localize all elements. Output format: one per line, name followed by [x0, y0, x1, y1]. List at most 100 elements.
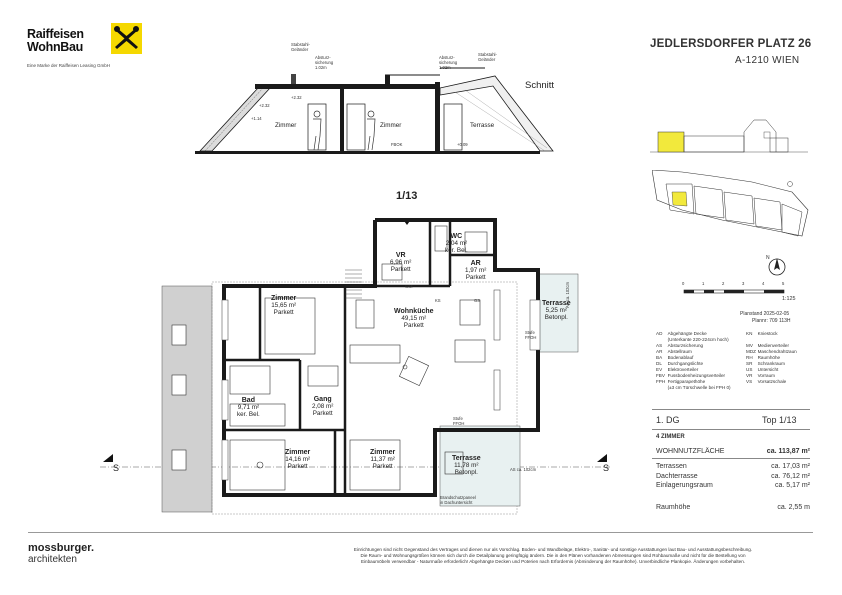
floor-plan-svg	[100, 218, 610, 515]
legend-key: MDZ	[746, 349, 756, 354]
elevation-keymap	[650, 108, 810, 158]
unit-area-row: Einlagerungsraum ca. 5,17 m²	[656, 481, 810, 491]
logo-line1: Raiffeisen	[27, 27, 84, 41]
legend-value: Schrankraum	[757, 361, 785, 366]
legend-key: KN	[746, 331, 753, 336]
terrace-area	[439, 425, 521, 507]
legend-key: FPH	[656, 379, 666, 384]
unit-floor: 1. DG	[656, 415, 680, 425]
level-mark: FBOK	[391, 142, 403, 147]
legend-value: Abgehängte Decke (Unterkante 220-224cm h…	[667, 331, 729, 342]
north-arrow: N	[766, 256, 788, 278]
compass-icon	[768, 258, 786, 276]
architect-logo: mossburger. architekten	[28, 542, 95, 566]
legend-value: Abstellraum	[667, 349, 692, 354]
plan-note: Stufe FFOH	[525, 330, 537, 340]
room-height-row: Raumhöhe ca. 2,55 m	[656, 503, 810, 513]
section-title: Schnitt	[525, 80, 555, 91]
legend-value: Absturzsicherung	[667, 343, 704, 348]
unit-marker: 1/13	[396, 190, 418, 202]
section-arrow-left	[103, 454, 113, 462]
room-height-label: Raumhöhe	[656, 504, 691, 511]
living-area-value: ca. 113,87 m²	[766, 448, 810, 455]
person-icon	[313, 110, 322, 151]
section-terrace-label: Terrasse	[470, 122, 495, 129]
scale-tick: 4	[762, 281, 765, 286]
project-address: JEDLERSDORFER PLATZ 26	[650, 38, 812, 50]
scale-tick: 1	[702, 281, 705, 286]
legend-value: Medienverteiler	[757, 343, 790, 348]
architect-name: mossburger.	[28, 542, 95, 554]
scale-label: 1:125	[782, 296, 796, 302]
living-area-label: WOHNNUTZFLÄCHE	[656, 448, 725, 455]
legend-key: AD	[656, 331, 663, 336]
legend-key: MV	[746, 343, 753, 348]
plan-note: Brandschutzpaneel in Dachuntersicht	[440, 495, 476, 505]
legend-value: Durchgangslichte	[667, 361, 704, 366]
legend-value: Untersicht	[757, 367, 779, 372]
section-room-label: Zimmer	[380, 122, 402, 129]
section-room-label: Zimmer	[275, 122, 297, 129]
legend-value: Bodenablauf	[667, 355, 694, 360]
terrace-area-small	[537, 273, 579, 353]
plan-note: AS ca. 102cm	[510, 467, 537, 472]
legend-value: Maschendrahtzaun	[757, 349, 797, 354]
legend-key: EV	[656, 367, 663, 372]
scale-tick: 0	[682, 281, 685, 286]
legend-row: EV Elektroverteiler US Untersicht	[656, 367, 836, 373]
section-note: Absturz- sicherung 1.02m	[315, 55, 334, 70]
section-drawing: Zimmer Zimmer Terrasse Stabstahl- Geländ…	[195, 42, 555, 158]
section-note: Absturz- sicherung 1.02m	[439, 55, 458, 70]
plan-note: Stufe FFOH	[453, 416, 465, 426]
section-note: Stabstahl- Geländer	[478, 52, 497, 62]
logo-tagline: Eine Marke der Raiffeisen Leasing GmbH	[27, 63, 110, 68]
legend-value: Fertigparapethöhe (±3 cm Türschwelle bei…	[667, 379, 731, 390]
unit-area-value: ca. 5,17 m²	[774, 482, 810, 489]
legend-key: SR	[746, 361, 753, 366]
unit-top: Top 1/13	[762, 415, 797, 425]
plan-note: KS	[435, 298, 441, 303]
section-note: Stabstahl- Geländer	[291, 42, 310, 52]
legend-key: US	[746, 367, 753, 372]
roof-right	[439, 75, 554, 152]
legend-key: AR	[656, 349, 663, 354]
north-label: N	[766, 255, 770, 261]
unit-area-label: Einlagerungsraum	[656, 482, 713, 489]
section-marker-left: S	[113, 463, 120, 473]
legend-key: DL	[656, 361, 662, 366]
room-height-value: ca. 2,55 m	[777, 504, 810, 511]
section-arrow-right	[597, 454, 607, 462]
level-mark: +2.32	[291, 95, 302, 100]
project-city: A-1210 WIEN	[735, 55, 800, 66]
plan-note: AS ca. 102cm	[565, 281, 570, 308]
legend-value: Raumhöhe	[757, 355, 781, 360]
living-area-row: WOHNNUTZFLÄCHE ca. 113,87 m²	[656, 447, 810, 457]
legend-value: Elektroverteiler	[667, 367, 699, 372]
logo-line2: WohnBau	[27, 40, 83, 54]
legend-value: Kniestock	[757, 331, 778, 336]
scale-tick: 5	[782, 281, 785, 286]
legend-key: BA	[656, 355, 663, 360]
legend-value: Vorsatzschale	[757, 379, 787, 384]
raiffeisen-cross-icon	[111, 23, 142, 54]
roof-area	[161, 285, 213, 513]
legend-row: DL Durchgangslichte SR Schrankraum	[656, 361, 836, 367]
scale-tick: 2	[722, 281, 725, 286]
site-keymap	[651, 169, 812, 250]
